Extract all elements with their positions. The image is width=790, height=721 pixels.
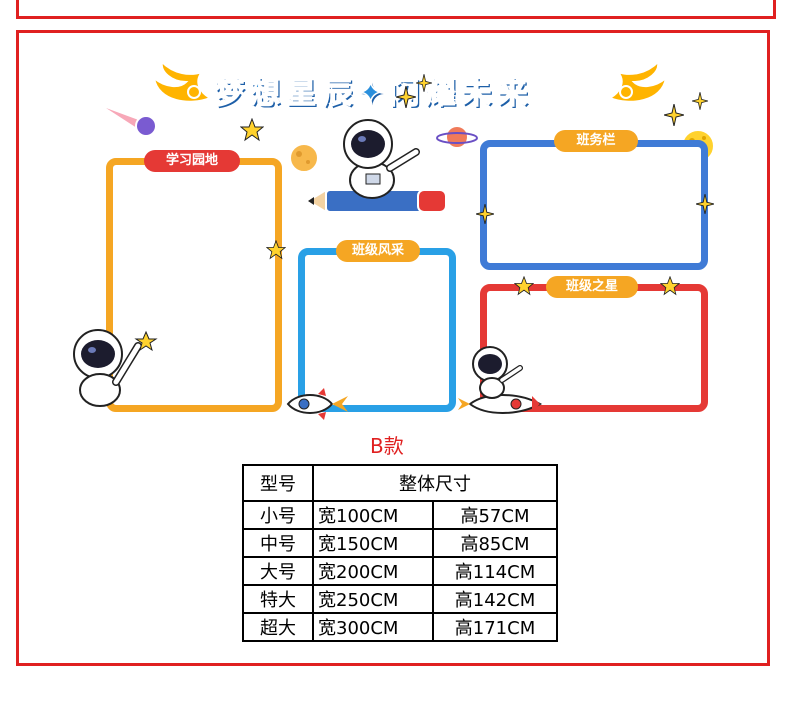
panel-class-affairs-tag: 班务栏 (554, 130, 638, 152)
row-width: 宽100CM (312, 500, 434, 530)
top-frame-edge (16, 0, 776, 19)
row-height: 高142CM (432, 584, 558, 614)
table-row: 中号 宽150CM 高85CM (242, 528, 558, 558)
row-width: 宽250CM (312, 584, 434, 614)
row-width: 宽150CM (312, 528, 434, 558)
row-height: 高171CM (432, 612, 558, 642)
row-model: 超大 (242, 612, 314, 642)
sparkle-icon (476, 204, 494, 224)
row-model: 特大 (242, 584, 314, 614)
table-row: 小号 宽100CM 高57CM (242, 500, 558, 530)
planet-icon (436, 125, 478, 149)
star-icon (240, 118, 264, 142)
star-icon (660, 276, 680, 296)
star-icon (514, 276, 534, 296)
row-width: 宽300CM (312, 612, 434, 642)
product-frame (16, 30, 770, 666)
sparkle-icon (696, 194, 714, 214)
row-height: 高57CM (432, 500, 558, 530)
astronaut-on-pencil-icon (306, 119, 447, 214)
row-height: 高85CM (432, 528, 558, 558)
table-row: 超大 宽300CM 高171CM (242, 612, 558, 642)
right-wing-icon (607, 59, 668, 103)
panel-class-style-tag: 班级风采 (336, 240, 420, 262)
header-overall-size: 整体尺寸 (312, 464, 558, 502)
variant-label: B款 (370, 434, 404, 458)
sparkle-icon (692, 92, 708, 110)
comet-icon (106, 108, 157, 137)
row-model: 大号 (242, 556, 314, 586)
row-height: 高114CM (432, 556, 558, 586)
panel-class-affairs (480, 140, 708, 270)
sparkle-icon (664, 104, 684, 126)
star-icon (266, 240, 286, 260)
sparkle-icon (396, 86, 416, 108)
rocket-icon (286, 388, 348, 420)
panel-class-star-tag: 班级之星 (546, 276, 638, 298)
moon-icon (289, 143, 319, 173)
astronaut-on-rocket-icon (458, 346, 543, 414)
row-width: 宽200CM (312, 556, 434, 586)
table-row: 大号 宽200CM 高114CM (242, 556, 558, 586)
panel-study-garden (106, 158, 282, 412)
row-model: 中号 (242, 528, 314, 558)
banner-title: 梦想星辰✦闪耀未来 (213, 75, 534, 112)
header-model: 型号 (242, 464, 314, 502)
size-table: 型号 整体尺寸 小号 宽100CM 高57CM 中号 宽150CM 高85CM … (242, 464, 558, 642)
banner: 梦想星辰✦闪耀未来 (150, 56, 670, 116)
sparkle-icon (416, 74, 432, 92)
row-model: 小号 (242, 500, 314, 530)
table-row: 特大 宽250CM 高142CM (242, 584, 558, 614)
panel-class-star (480, 284, 708, 412)
left-wing-icon (152, 59, 213, 103)
panel-study-garden-tag: 学习园地 (144, 150, 240, 172)
astronaut-left-icon (73, 329, 158, 407)
size-table-header: 型号 整体尺寸 (242, 464, 558, 502)
